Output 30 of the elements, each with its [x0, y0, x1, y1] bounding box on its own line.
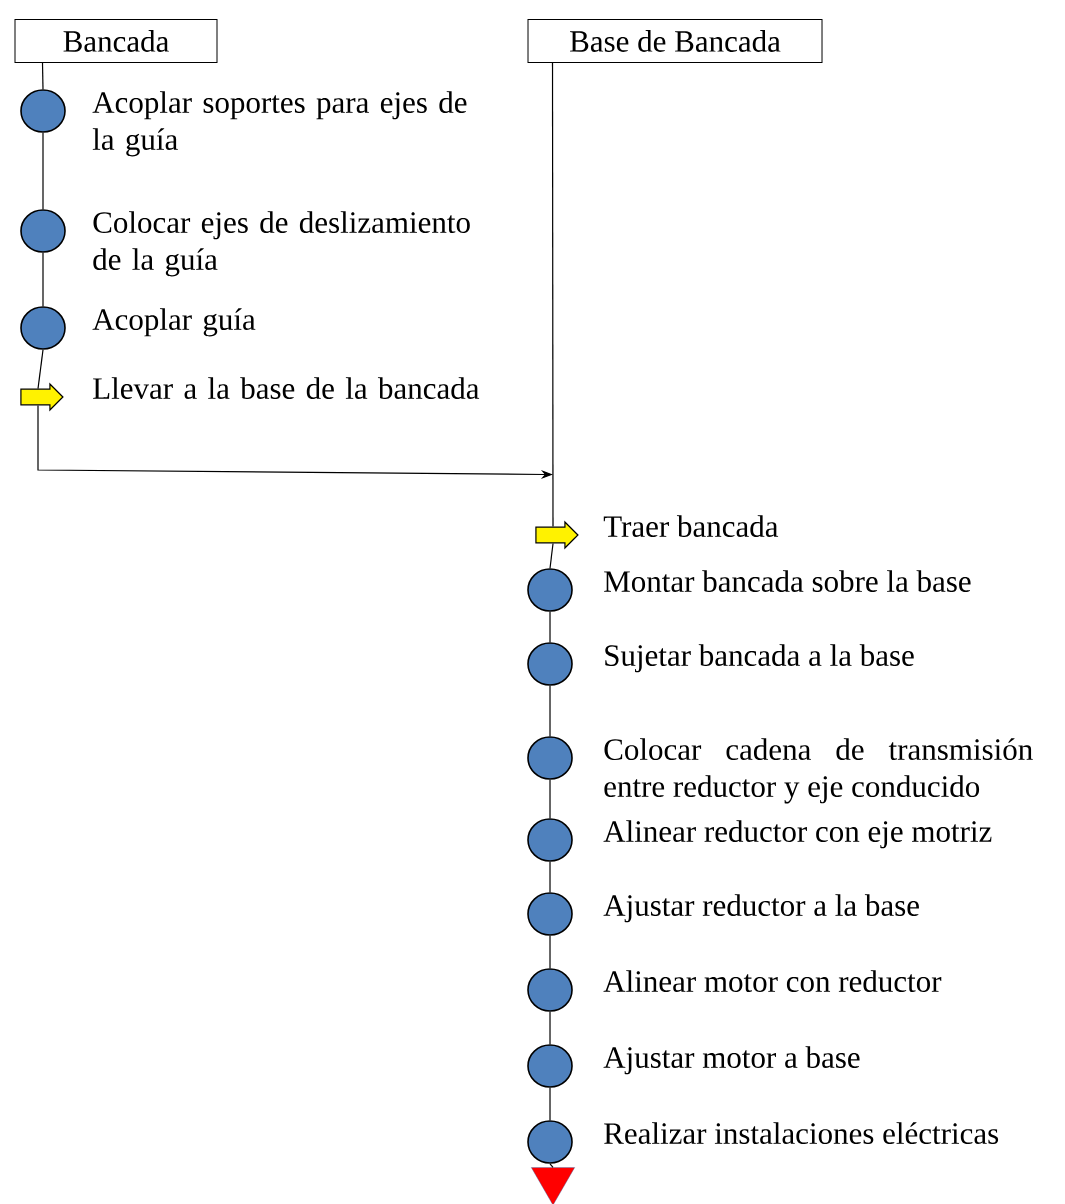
step-label: Alinear motor con reductor: [603, 970, 942, 992]
flow-line: [549, 861, 551, 893]
flow-line: [549, 611, 551, 643]
flow-line: [549, 1087, 551, 1121]
step-label: Ajustar motor a base: [603, 1046, 860, 1075]
flow-line: [549, 1163, 554, 1168]
step-label: Llevar a la base de la bancada: [93, 377, 480, 399]
flow-line: [42, 132, 44, 210]
step-label: Sujetar bancada a la base: [605, 644, 914, 673]
flow-line: [37, 349, 44, 390]
step-label: Montar bancada sobre la base: [604, 570, 971, 592]
flow-line: [549, 542, 554, 569]
flow-line: [551, 62, 554, 528]
flow-line: [42, 252, 44, 307]
flow-line: [549, 685, 551, 737]
step-label: Acoplar soportes para ejes de la guía: [92, 91, 467, 157]
storage-triangle: [531, 1167, 575, 1204]
step-label: Traer bancada: [603, 515, 779, 537]
step-label: Colocar ejes de deslizamiento de la guía: [93, 211, 470, 277]
step-label: Ajustar reductor a la base: [603, 894, 919, 923]
header-box: Bancada: [14, 19, 218, 63]
flow-line: [549, 935, 551, 969]
flow-line: [41, 62, 44, 90]
step-label: Alinear reductor con eje motriz: [603, 820, 992, 849]
header-box: Base de Bancada: [527, 19, 823, 63]
step-label: Realizar instalaciones eléctricas: [604, 1122, 999, 1145]
step-label: Acoplar guía: [92, 308, 256, 337]
flow-line: [549, 1011, 551, 1045]
flow-line: [549, 779, 551, 819]
step-label: Colocar cadena de transmisión entre reductor y eje conducido: [604, 738, 1033, 804]
